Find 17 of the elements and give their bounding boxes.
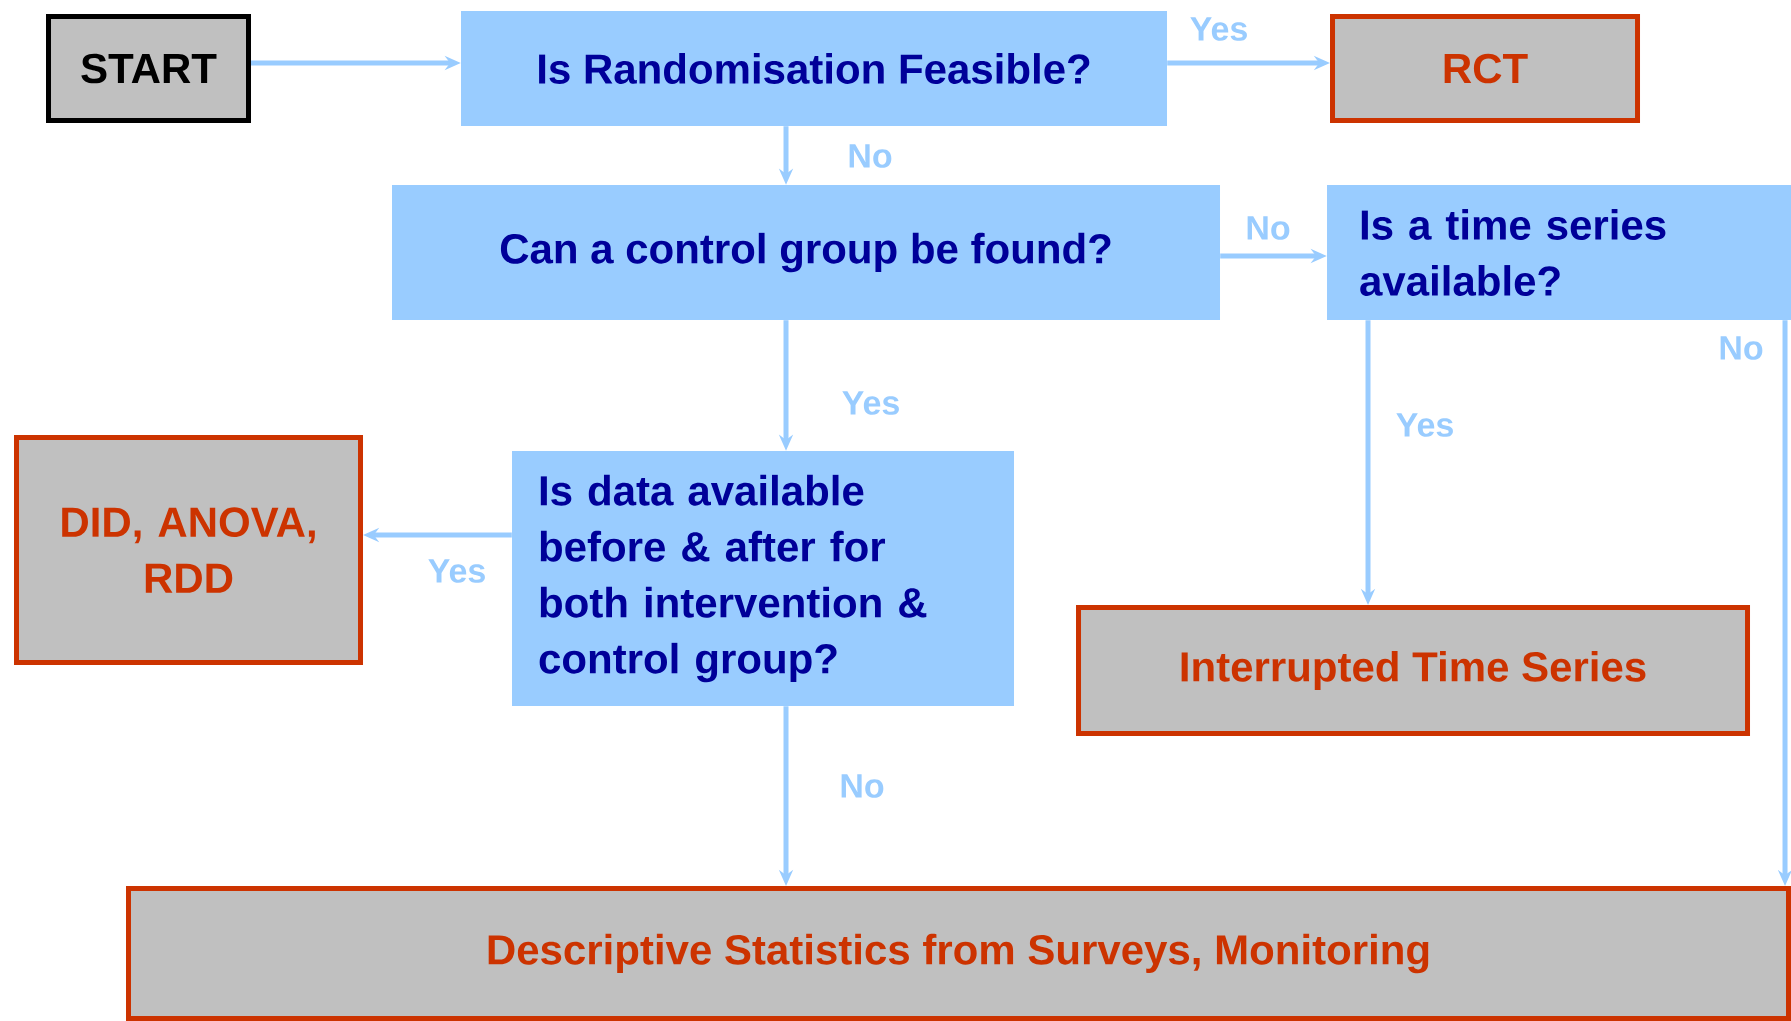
edge-label: No bbox=[1720, 336, 1763, 360]
decision-box: Can a control group be found? bbox=[392, 185, 1220, 320]
outcome-box: RCT bbox=[1330, 14, 1640, 123]
edge-label: No bbox=[1247, 216, 1290, 240]
decision-box: Is Randomisation Feasible? bbox=[461, 11, 1167, 126]
edge-label: Yes bbox=[1190, 17, 1247, 41]
decision-box: Is a time series available? bbox=[1327, 185, 1791, 320]
outcome-box: Descriptive Statistics from Surveys, Monitoring bbox=[126, 886, 1791, 1021]
outcome-box: Interrupted Time Series bbox=[1076, 605, 1750, 736]
decision-box: Is data available before & after for both intervention & control group? bbox=[512, 451, 1014, 706]
edge-label: Yes bbox=[1396, 413, 1453, 437]
edge-label: Yes bbox=[428, 559, 485, 583]
edge-label: No bbox=[849, 144, 892, 168]
start-box: START bbox=[46, 14, 251, 123]
outcome-box: DID, ANOVA, RDD bbox=[14, 435, 363, 665]
edge-label: Yes bbox=[842, 391, 899, 415]
edge-label: No bbox=[841, 774, 884, 798]
